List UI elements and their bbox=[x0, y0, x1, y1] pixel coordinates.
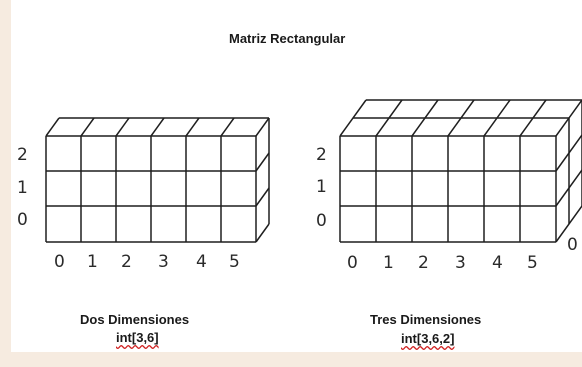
matrix-3d-grid bbox=[339, 99, 582, 243]
col-label: 4 bbox=[196, 252, 207, 272]
row-label: 1 bbox=[17, 178, 28, 198]
grid-line bbox=[411, 99, 439, 137]
grid-line bbox=[339, 99, 367, 137]
grid-line bbox=[519, 99, 547, 137]
col-label: 1 bbox=[87, 252, 98, 272]
grid-line bbox=[447, 99, 475, 137]
col-label: 2 bbox=[418, 253, 429, 273]
grid-line bbox=[483, 99, 511, 137]
col-label: 0 bbox=[54, 252, 65, 272]
col-label: 2 bbox=[121, 252, 132, 272]
grid-line bbox=[375, 99, 403, 137]
col-label: 5 bbox=[527, 253, 538, 273]
slide-panel bbox=[11, 0, 582, 352]
row-label: 1 bbox=[316, 177, 327, 197]
grid-line bbox=[255, 152, 270, 172]
col-label: 0 bbox=[347, 253, 358, 273]
col-label: 4 bbox=[492, 253, 503, 273]
grid-line bbox=[555, 205, 582, 243]
row-label: 2 bbox=[17, 145, 28, 165]
row-label: 2 bbox=[316, 145, 327, 165]
caption-three-dimensions: Tres Dimensiones bbox=[370, 312, 482, 327]
col-label: 3 bbox=[455, 253, 466, 273]
page-title: Matriz Rectangular bbox=[229, 31, 346, 46]
grid-line bbox=[80, 117, 95, 137]
grid-line bbox=[185, 117, 200, 137]
grid-line bbox=[45, 117, 60, 137]
code-two-dimensions: int[3,6] bbox=[116, 330, 159, 345]
grid-line bbox=[555, 169, 582, 207]
depth-label: 0 bbox=[567, 235, 578, 255]
row-label: 0 bbox=[316, 211, 327, 231]
grid-line bbox=[555, 134, 582, 172]
grid-line bbox=[255, 117, 270, 137]
grid-line bbox=[150, 117, 165, 137]
col-label: 5 bbox=[229, 252, 240, 272]
grid-line bbox=[255, 223, 270, 243]
grid-line bbox=[115, 117, 130, 137]
grid-line bbox=[220, 117, 235, 137]
row-label: 0 bbox=[17, 210, 28, 230]
col-label: 1 bbox=[383, 253, 394, 273]
caption-two-dimensions: Dos Dimensiones bbox=[80, 312, 190, 327]
col-label: 3 bbox=[158, 252, 169, 272]
matrix-2d-grid bbox=[45, 117, 270, 243]
grid-line bbox=[255, 187, 270, 207]
code-three-dimensions: int[3,6,2] bbox=[401, 331, 455, 346]
